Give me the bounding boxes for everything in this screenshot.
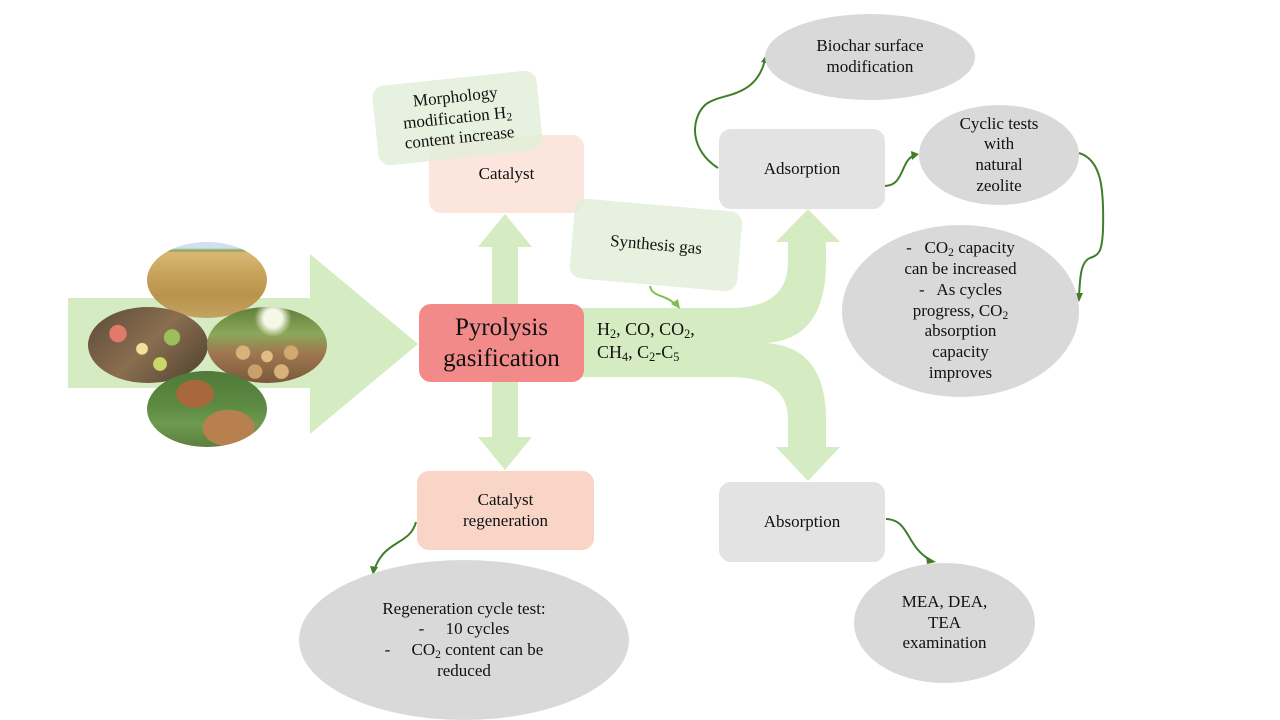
synthesis-gas-label: Synthesis gas <box>609 230 703 258</box>
co2-capacity-ellipse: - CO2 capacity can be increased - As cyc… <box>842 225 1079 397</box>
connector-absorption-to-amines <box>885 518 931 561</box>
biochar-line2: modification <box>826 57 914 76</box>
biochar-line1: Biochar surface <box>816 36 924 56</box>
syngas-products-text: H2, CO, CO2, CH4, C2-C5 <box>597 318 695 363</box>
arrowhead-test <box>370 566 378 575</box>
cyclic-tests-ellipse: Cyclic tests with natural zeolite <box>919 105 1079 205</box>
cyclic-line1: Cyclic tests <box>959 113 1039 133</box>
connector-cyclic-to-capacity <box>1078 152 1105 298</box>
products-line1: H2, CO, CO2, <box>597 319 695 342</box>
regeneration-test-bullet1: - 10 cycles <box>418 619 510 639</box>
capacity-line7: improves <box>928 362 993 382</box>
arrowhead-synthesis <box>671 299 680 309</box>
amines-ellipse: MEA, DEA, TEA examination <box>854 563 1035 683</box>
feedstock-image-food-waste <box>88 307 208 383</box>
arrowhead-cyclic <box>911 151 919 160</box>
adsorption-label: Adsorption <box>763 158 841 178</box>
regeneration-line2: regeneration <box>463 510 548 530</box>
connector-adsorption-to-cyclic <box>883 154 916 187</box>
synthesis-gas-box: Synthesis gas <box>568 197 744 293</box>
regeneration-test-title: Regeneration cycle test: <box>382 598 546 618</box>
biochar-ellipse: Biochar surface modification <box>765 14 975 100</box>
capacity-line5: absorption <box>924 321 997 341</box>
connector-adsorption-to-biochar <box>694 59 766 169</box>
arrow-up-to-catalyst <box>478 214 532 305</box>
center-line2: gasification <box>443 345 560 372</box>
center-line1: Pyrolysis <box>454 313 549 341</box>
arrow-down-to-regeneration <box>478 380 532 470</box>
connector-synthesis-to-stream <box>649 285 677 307</box>
catalyst-label: Catalyst <box>478 163 535 183</box>
syngas-stream <box>580 209 840 481</box>
feedstock-image-straw-field <box>147 242 267 318</box>
products-line2: CH4, C2-C5 <box>597 341 680 364</box>
feedstock-image-horse-manure <box>147 371 267 447</box>
feedstock-image-wood-logs <box>207 307 327 383</box>
pyrolysis-gasification-box: Pyrolysis gasification <box>419 304 584 382</box>
connector-regeneration-to-test <box>374 521 417 569</box>
arrowhead-amines <box>926 556 936 564</box>
adsorption-box: Adsorption <box>719 129 885 209</box>
regeneration-test-ellipse: Regeneration cycle test: - 10 cycles - C… <box>299 560 629 720</box>
cyclic-line3: natural <box>975 155 1023 174</box>
amines-line3: examination <box>902 633 987 653</box>
capacity-line6: capacity <box>932 342 989 362</box>
absorption-label: Absorption <box>763 511 841 531</box>
catalyst-regeneration-box: Catalyst regeneration <box>417 471 594 550</box>
capacity-line1: - CO2 capacity <box>906 238 1015 260</box>
amines-line1: MEA, DEA, <box>901 591 988 611</box>
cyclic-line2: with <box>983 134 1015 154</box>
regeneration-test-bullet2-cont: reduced <box>437 660 491 680</box>
capacity-line4: progress, CO2 <box>912 300 1009 322</box>
absorption-box: Absorption <box>719 482 885 562</box>
regeneration-line1: Catalyst <box>477 490 534 510</box>
capacity-line2: can be increased <box>904 259 1017 279</box>
catalyst-note-box: Morphology modification H2 content incre… <box>371 69 544 167</box>
capacity-line3: - As cycles <box>918 279 1003 299</box>
cyclic-line4: zeolite <box>976 175 1022 195</box>
amines-line2: TEA <box>927 612 962 632</box>
regeneration-test-bullet2: - CO2 content can be <box>384 640 544 661</box>
